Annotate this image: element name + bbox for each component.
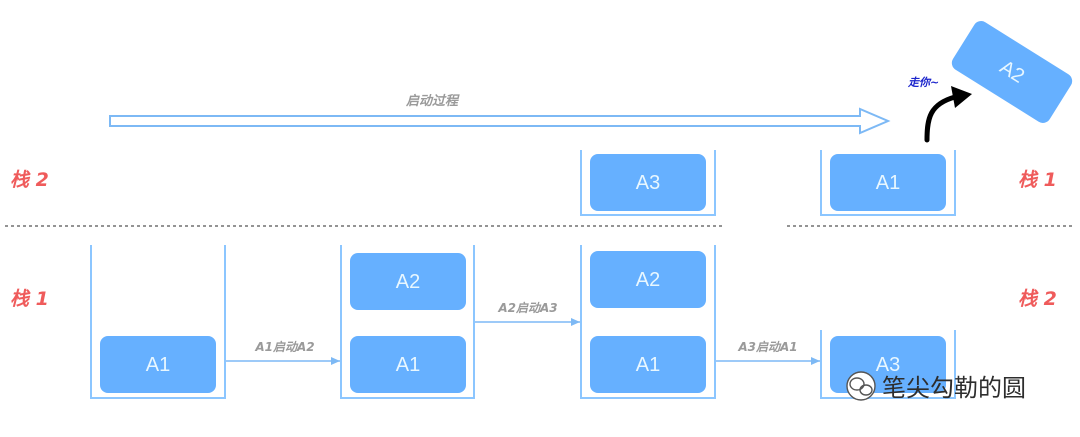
- curved-arrow-icon: [924, 86, 972, 143]
- task-label: A1: [876, 172, 900, 194]
- lower-right-stack-label: 栈 2: [1018, 288, 1057, 310]
- process-arrow: [109, 107, 891, 135]
- edge-label: A1启动A2: [254, 340, 314, 354]
- upper-stack-3: A3: [580, 150, 716, 216]
- edge-label: A2启动A3: [497, 301, 557, 315]
- task-card: [100, 336, 216, 393]
- task-label: A1: [396, 354, 420, 376]
- lower-left-stack-label: 栈 1: [10, 288, 49, 310]
- task-label: A2: [636, 269, 660, 291]
- upper-right-stack-label: 栈 1: [1018, 169, 1057, 191]
- task-label: A3: [876, 354, 900, 376]
- task-card: [830, 154, 946, 211]
- task-card: [350, 253, 466, 310]
- upper-stack-4: A1: [820, 150, 956, 216]
- task-card: [350, 336, 466, 393]
- task-label: A1: [146, 354, 170, 376]
- task-label: A2: [396, 271, 420, 293]
- task-card: [590, 154, 706, 211]
- edge-3: A3启动A1: [716, 340, 820, 365]
- task-label: A1: [636, 354, 660, 376]
- task-label: A3: [636, 172, 660, 194]
- watermark-text: 笔尖勾勒的圆: [882, 374, 1026, 402]
- goodbye-caption: 走你~: [907, 76, 939, 89]
- lower-stack-3: A2 A1: [580, 245, 716, 399]
- wechat-icon: [846, 371, 876, 401]
- watermark: 笔尖勾勒的圆: [846, 371, 1026, 402]
- task-card: [590, 336, 706, 393]
- edge-1: A1启动A2: [226, 340, 340, 365]
- edge-2: A2启动A3: [475, 301, 580, 326]
- lower-stack-1: A1: [90, 245, 226, 399]
- edge-label: A3启动A1: [737, 340, 797, 354]
- flying-task: A2: [951, 21, 1073, 123]
- process-label: 启动过程: [405, 93, 460, 109]
- upper-left-stack-label: 栈 2: [10, 169, 49, 191]
- task-card: [951, 21, 1073, 123]
- task-card: [590, 251, 706, 308]
- lower-stack-2: A2 A1: [340, 245, 475, 399]
